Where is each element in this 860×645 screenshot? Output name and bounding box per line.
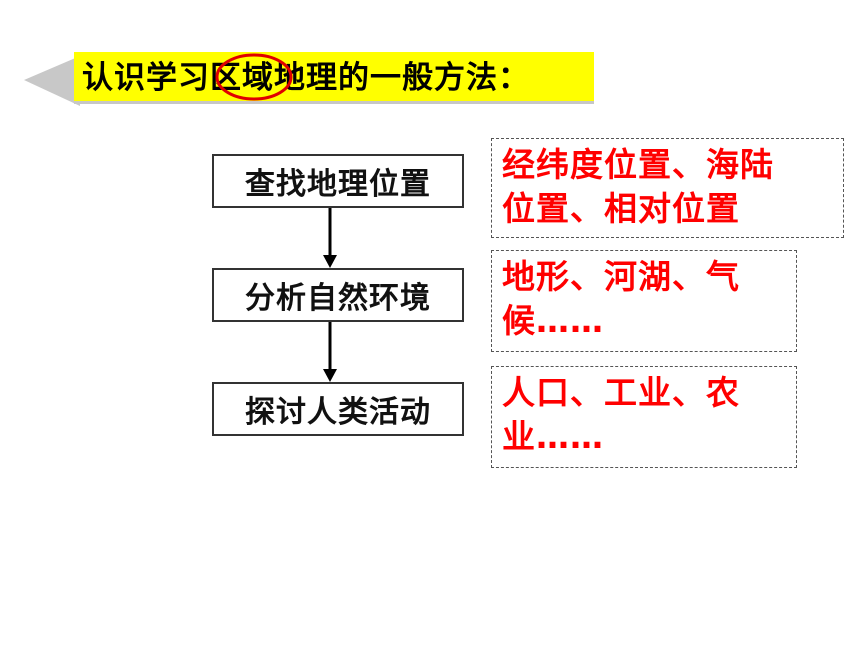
title-circle-annotation bbox=[215, 53, 293, 101]
page-title: 认识学习区域地理的一般方法： bbox=[82, 60, 530, 96]
arrowhead-step3 bbox=[323, 369, 337, 382]
note-human-activity-details: 人口、工业、农 业…… bbox=[491, 366, 797, 468]
note-line: 位置、相对位置 bbox=[502, 189, 740, 228]
step-locate-position: 查找地理位置 bbox=[212, 154, 464, 208]
note-location-details: 经纬度位置、海陆 位置、相对位置 bbox=[491, 138, 844, 238]
title-banner: 认识学习区域地理的一般方法： bbox=[22, 50, 612, 110]
title-wedge-shape bbox=[24, 56, 80, 106]
note-line: 地形、河湖、气 bbox=[502, 257, 740, 296]
note-line: 业…… bbox=[502, 417, 604, 456]
note-line: 人口、工业、农 bbox=[502, 373, 740, 412]
step-analyze-environment: 分析自然环境 bbox=[212, 268, 464, 322]
title-highlight bbox=[74, 52, 594, 104]
note-environment-details: 地形、河湖、气 候…… bbox=[491, 250, 797, 352]
note-line: 经纬度位置、海陆 bbox=[502, 145, 774, 184]
step-discuss-human-activity: 探讨人类活动 bbox=[212, 382, 464, 436]
arrowhead-step2 bbox=[323, 255, 337, 268]
note-line: 候…… bbox=[502, 301, 604, 340]
